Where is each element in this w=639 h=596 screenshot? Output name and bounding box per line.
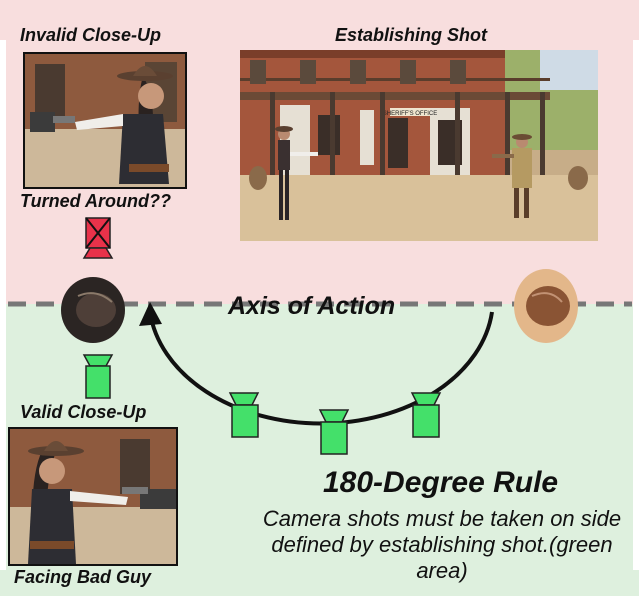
- valid-closeup-photo: [8, 427, 178, 566]
- establishing-shot-photo: SHERIFF'S OFFICE: [240, 50, 598, 241]
- invalid-closeup-label: Invalid Close-Up: [20, 25, 162, 45]
- arc-arrowhead: [139, 302, 162, 326]
- arc-camera-middle-icon: [318, 409, 350, 455]
- right-margin: [633, 40, 639, 570]
- facing-bad-guy-label: Facing Bad Guy: [14, 567, 152, 587]
- establishing-shot-label: Establishing Shot: [335, 25, 488, 45]
- valid-closeup-camera-icon: [82, 354, 114, 399]
- left-margin: [0, 40, 6, 570]
- sheriff-sign: SHERIFF'S OFFICE: [383, 111, 437, 117]
- arc-camera-right-icon: [410, 392, 442, 438]
- rule-caption: Camera shots must be taken on side defin…: [262, 506, 622, 583]
- camera-arc: [148, 311, 494, 426]
- axis-of-action-label: Axis of Action: [228, 292, 396, 320]
- turned-around-label: Turned Around??: [20, 191, 171, 211]
- invalid-camera-icon: [82, 217, 114, 259]
- valid-closeup-label: Valid Close-Up: [20, 402, 147, 422]
- left-cowboy-hat-icon: [61, 277, 125, 343]
- right-cowboy-hat-icon: [514, 269, 578, 343]
- invalid-closeup-photo: [23, 52, 187, 189]
- arc-camera-left-icon: [228, 392, 260, 438]
- rule-title: 180-Degree Rule: [323, 466, 559, 499]
